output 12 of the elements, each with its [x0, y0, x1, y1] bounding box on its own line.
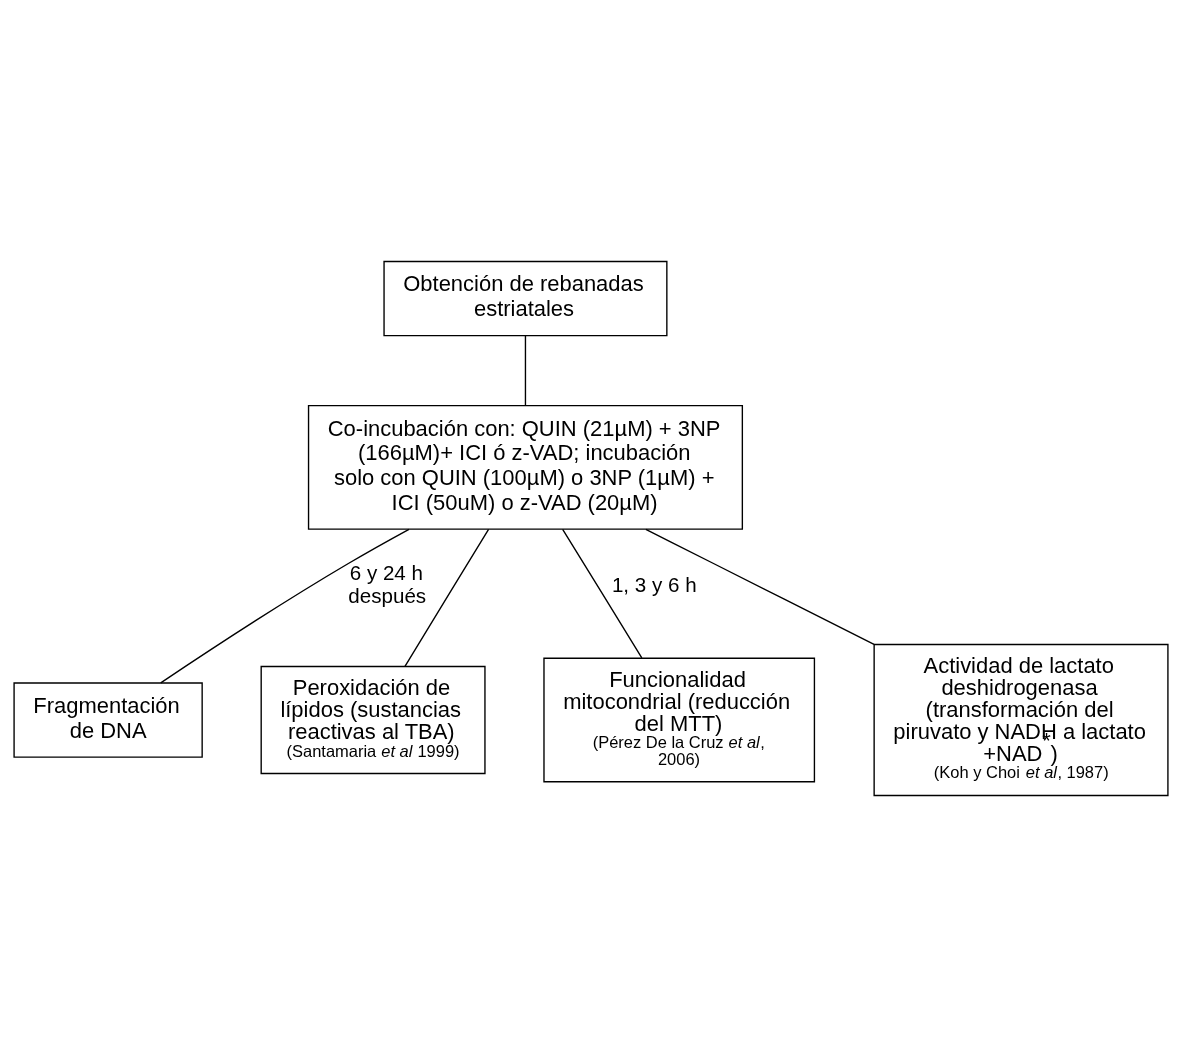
edge-label: 6 y 24 h después	[348, 560, 427, 608]
connector	[524, 335, 527, 406]
node-box: Obtención de rebanadas estriatales	[383, 260, 668, 337]
connector	[562, 528, 643, 659]
connector	[404, 528, 490, 667]
node-box: Fragmentación de DNA	[13, 682, 203, 758]
connector	[645, 528, 875, 646]
node-box: Peroxidación de lípidos (sustancias reactivas al TBA) (Santamaria et al 1999)	[260, 665, 486, 775]
edge-label: 1, 3 y 6 h	[611, 572, 697, 596]
node-box: Funcionalidad mitocondrial (reducción del MTT) (Pérez De la Cruz et al, 2006)	[543, 657, 816, 783]
connector	[160, 528, 410, 684]
node-box: Co-incubación con: QUIN (21µM) + 3NP (166µM)+ ICI ó z-VAD; incubación solo con QUIN (100µM) o 3NP (1µM) + ICI (50uM) o z-VAD (20µM)	[307, 404, 744, 530]
